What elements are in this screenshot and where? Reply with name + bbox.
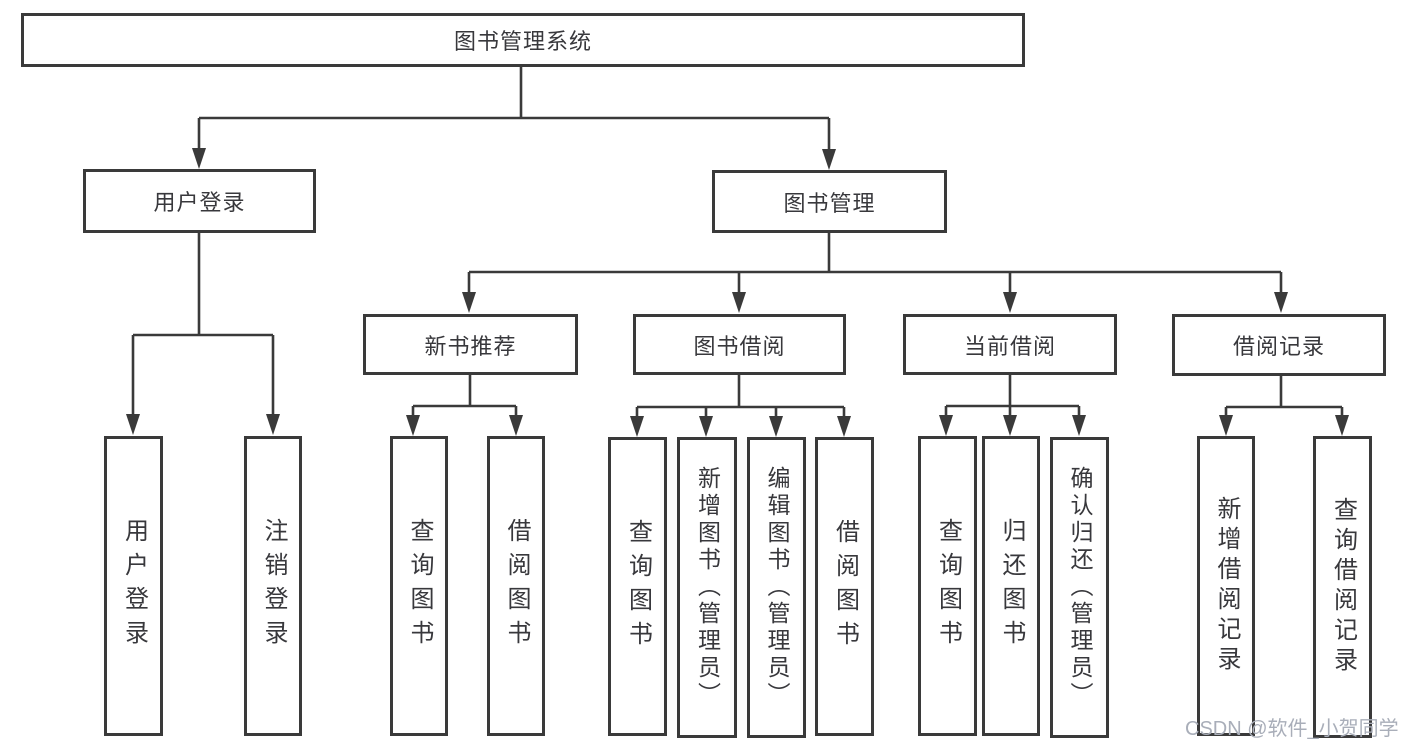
node-leaf-borrow-borrow-label: 借阅图书 (831, 518, 859, 655)
node-new-book-recommend: 新书推荐 (363, 314, 578, 375)
node-book-borrowing: 图书借阅 (633, 314, 846, 375)
node-leaf-current-confirm-admin-label: 确认归还（管理员） (1067, 466, 1093, 709)
node-leaf-borrow-edit-admin-label: 编辑图书（管理员） (764, 466, 790, 709)
node-leaf-logout: 注销登录 (244, 436, 302, 736)
node-leaf-current-return-label: 归还图书 (998, 518, 1025, 654)
node-current-borrowing: 当前借阅 (903, 314, 1117, 375)
node-user-login-label: 用户登录 (153, 190, 246, 215)
node-borrowing-records: 借阅记录 (1172, 314, 1386, 376)
node-leaf-record-query-label: 查询借阅记录 (1329, 497, 1357, 677)
node-leaf-newbook-borrow: 借阅图书 (487, 436, 545, 736)
node-new-book-recommend-label: 新书推荐 (424, 333, 517, 359)
node-leaf-borrow-query: 查询图书 (608, 437, 667, 736)
arrowheads (126, 148, 1349, 437)
node-user-login: 用户登录 (83, 169, 316, 233)
node-leaf-record-add: 新增借阅记录 (1197, 436, 1255, 736)
node-book-management: 图书管理 (712, 170, 947, 233)
node-leaf-borrow-add-admin-label: 新增图书（管理员） (694, 466, 721, 709)
node-leaf-logout-label: 注销登录 (260, 518, 287, 654)
node-leaf-borrow-query-label: 查询图书 (624, 518, 652, 655)
node-leaf-borrow-add-admin: 新增图书（管理员） (677, 437, 737, 738)
csdn-watermark: CSDN @软件_小贺同学 (1185, 718, 1399, 740)
node-borrowing-records-label: 借阅记录 (1232, 334, 1325, 359)
node-leaf-current-query-label: 查询图书 (934, 518, 962, 654)
node-book-management-label: 图书管理 (783, 190, 876, 216)
node-root-label: 图书管理系统 (453, 29, 592, 54)
node-root: 图书管理系统 (21, 13, 1025, 67)
node-leaf-login-label: 用户登录 (120, 518, 148, 654)
node-current-borrowing-label: 当前借阅 (963, 333, 1056, 359)
node-leaf-login: 用户登录 (104, 436, 163, 736)
node-leaf-newbook-borrow-label: 借阅图书 (503, 518, 530, 654)
node-leaf-newbook-query-label: 查询图书 (406, 518, 433, 654)
node-leaf-record-add-label: 新增借阅记录 (1213, 496, 1240, 676)
node-leaf-current-return: 归还图书 (982, 436, 1040, 736)
node-leaf-current-query: 查询图书 (918, 436, 977, 736)
node-book-borrowing-label: 图书借阅 (693, 333, 786, 359)
node-leaf-borrow-borrow: 借阅图书 (815, 437, 874, 736)
node-leaf-borrow-edit-admin: 编辑图书（管理员） (747, 437, 806, 738)
node-leaf-record-query: 查询借阅记录 (1313, 436, 1372, 738)
node-leaf-current-confirm-admin: 确认归还（管理员） (1050, 437, 1109, 738)
node-leaf-newbook-query: 查询图书 (390, 436, 448, 736)
